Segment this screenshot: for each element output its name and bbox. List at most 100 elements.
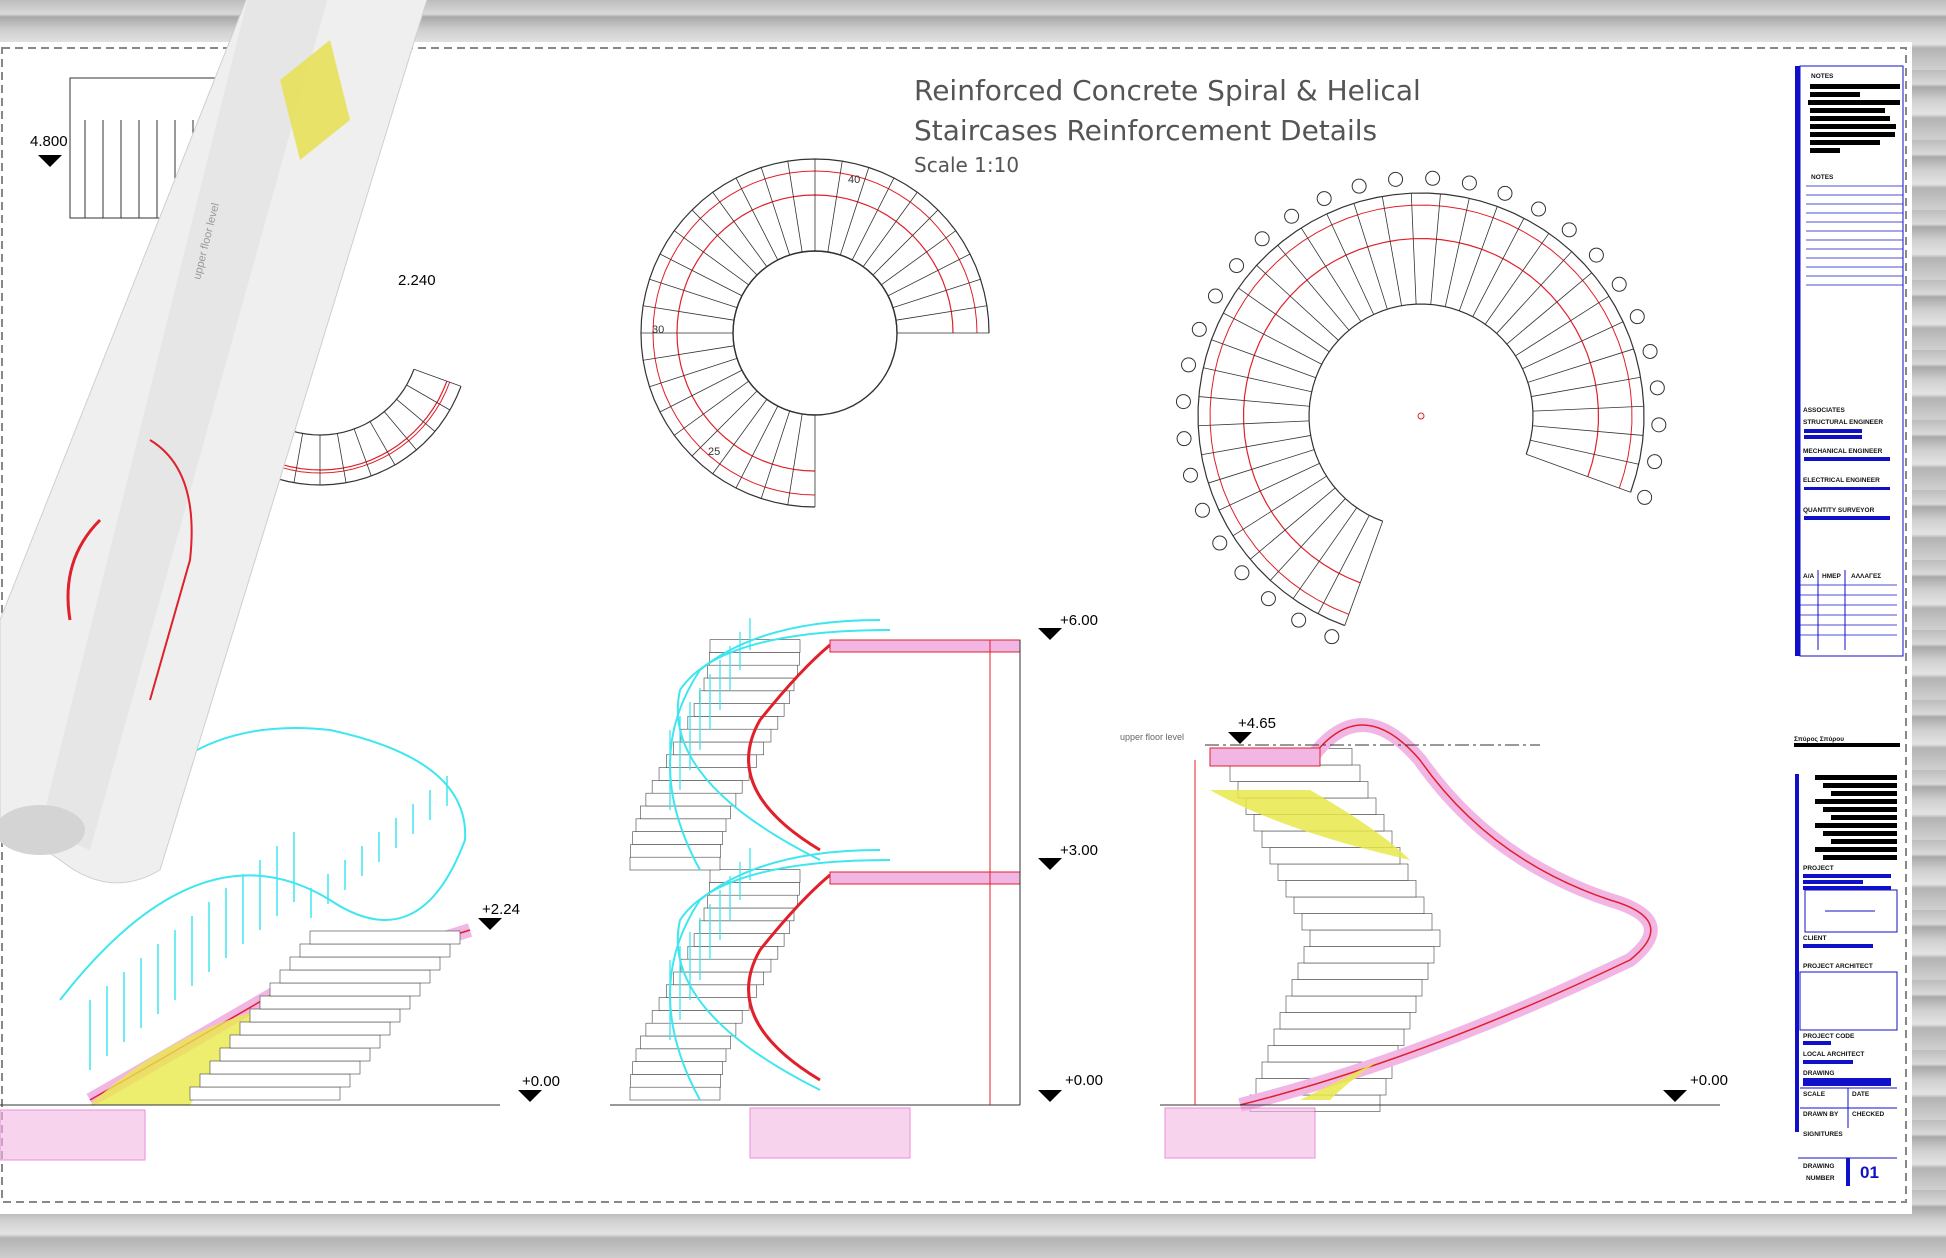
tread-line xyxy=(1344,521,1384,626)
stair-tread xyxy=(632,831,724,845)
redacted-text xyxy=(1815,775,1897,780)
handrail xyxy=(676,629,891,861)
step-marker xyxy=(1212,535,1228,551)
handrail xyxy=(676,859,891,1091)
tread-line xyxy=(1444,198,1470,307)
stair-tread xyxy=(239,1021,391,1036)
tread-line xyxy=(887,253,971,297)
tread-line xyxy=(1522,321,1624,370)
helical-plan-right xyxy=(1197,192,1645,627)
tb-notes-1: NOTES xyxy=(1811,73,1834,80)
stair-tread xyxy=(680,728,772,743)
step-marker xyxy=(1388,171,1404,187)
title-block: NOTES NOTES ASSOCIATES STRUCTURAL ENGINE… xyxy=(1794,65,1904,1186)
level-label: +0.00 xyxy=(1065,1072,1103,1089)
stair-tread xyxy=(1285,995,1417,1013)
step-marker xyxy=(1229,258,1245,274)
step-marker xyxy=(1181,357,1197,373)
handrail xyxy=(669,619,881,871)
tread-line xyxy=(1532,405,1644,412)
stair-tread xyxy=(658,997,750,1011)
step-number: 30 xyxy=(652,324,664,336)
tb-project-code: PROJECT CODE xyxy=(1803,1033,1855,1040)
elevation-right xyxy=(1160,718,1720,1159)
handrail xyxy=(59,727,467,1001)
step-marker xyxy=(1561,222,1577,238)
stair-tread xyxy=(651,780,743,794)
footing xyxy=(0,1109,146,1161)
tb-owner: Σπύρος Σπύρου xyxy=(1794,736,1844,743)
level-label: +6.00 xyxy=(1060,612,1098,629)
tb-client: CLIENT xyxy=(1803,935,1827,942)
stair-tread xyxy=(1279,1012,1411,1030)
stair-tread xyxy=(706,664,798,679)
title-line-2: Staircases Reinforcement Details xyxy=(914,114,1377,147)
stair-tread xyxy=(1285,880,1417,898)
level-marker xyxy=(38,155,62,167)
tb-project-architect: PROJECT ARCHITECT xyxy=(1803,963,1873,970)
tb-checked: CHECKED xyxy=(1852,1111,1884,1118)
redacted-note xyxy=(1810,148,1840,153)
plan-center-mark xyxy=(1417,412,1425,420)
plan-inner-edge xyxy=(1308,303,1534,522)
level-label: +2.24 xyxy=(482,901,520,918)
stair-tread xyxy=(709,869,801,883)
spiral-plan-center xyxy=(640,158,990,508)
tread-line xyxy=(1526,453,1631,493)
tread-line xyxy=(1506,272,1593,345)
rebar xyxy=(747,873,831,1082)
stair-tread xyxy=(632,1061,724,1075)
tread-line xyxy=(643,345,735,361)
step-marker xyxy=(1254,231,1270,247)
stair-tread xyxy=(640,805,731,820)
tb-rev-col: ΑΛΛΑΓΕΣ xyxy=(1851,573,1881,580)
elevation-left xyxy=(0,727,500,1161)
step-marker xyxy=(1176,431,1192,447)
rebar xyxy=(1239,724,1652,1106)
step-marker xyxy=(1316,191,1332,207)
stair-tread xyxy=(629,1086,721,1101)
redacted-note xyxy=(1810,132,1895,137)
step-marker xyxy=(1284,208,1300,224)
tread-line xyxy=(1430,193,1441,305)
level-label: +0.00 xyxy=(1690,1072,1728,1089)
step-marker xyxy=(1260,591,1276,607)
center-column xyxy=(732,250,898,416)
tread-line xyxy=(1256,265,1339,341)
tread-line xyxy=(1326,213,1375,315)
step-marker xyxy=(1531,201,1547,217)
step-marker xyxy=(1497,185,1513,201)
redacted-text xyxy=(1815,823,1897,828)
step-marker xyxy=(1175,394,1191,410)
tread-line xyxy=(872,209,939,276)
step-number: 25 xyxy=(708,446,720,458)
tb-date: DATE xyxy=(1852,1091,1870,1098)
tread-line xyxy=(1527,348,1634,383)
stair-tread xyxy=(1229,764,1361,782)
step-marker xyxy=(1207,288,1223,304)
redacted-text xyxy=(1823,831,1897,836)
stair-tread xyxy=(680,958,772,973)
level-marker xyxy=(1038,1090,1062,1102)
tread-line xyxy=(1410,193,1417,305)
tread-line xyxy=(1198,420,1310,427)
tb-local-architect: LOCAL ARCHITECT xyxy=(1803,1051,1864,1058)
tread-line xyxy=(1530,439,1639,465)
landing-slab xyxy=(1209,747,1321,767)
stair-tread xyxy=(1277,863,1409,881)
tread-line xyxy=(735,405,779,489)
tb-notes-2: NOTES xyxy=(1811,174,1834,181)
tread-line xyxy=(1208,449,1315,484)
tread-line xyxy=(1223,312,1322,365)
fill-wedge xyxy=(1300,1060,1380,1100)
tread-line xyxy=(1232,475,1327,537)
tb-associates: ASSOCIATES xyxy=(1803,407,1845,414)
step-marker xyxy=(1291,612,1307,628)
tread-line xyxy=(1458,206,1498,311)
rolled-blueprint: upper floor level xyxy=(0,0,428,884)
tb-drawing: DRAWING xyxy=(1803,1070,1834,1077)
tread-line xyxy=(396,398,436,432)
elevation-middle xyxy=(610,618,1021,1159)
stair-tread xyxy=(1303,946,1435,964)
tread-line xyxy=(1292,507,1358,599)
